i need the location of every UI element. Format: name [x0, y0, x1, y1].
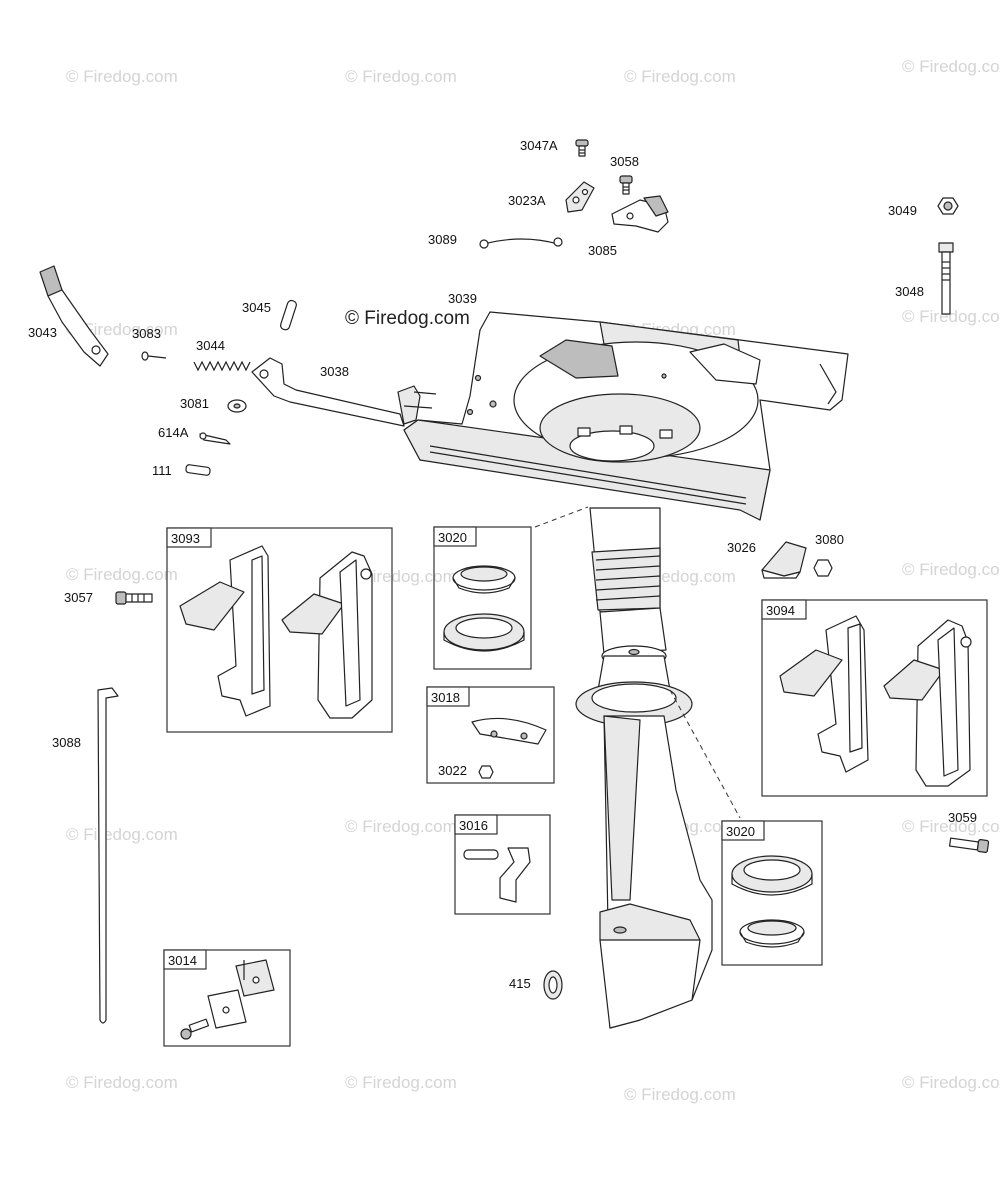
- part-111-pin[interactable]: [185, 464, 211, 476]
- label-3049: 3049: [888, 203, 917, 218]
- watermark: © Firedog.com: [345, 308, 470, 329]
- label-3020-bottom: 3020: [726, 824, 755, 839]
- label-3044: 3044: [196, 338, 225, 353]
- label-3057: 3057: [64, 590, 93, 605]
- part-3043-tiller-handle[interactable]: [39, 265, 109, 367]
- watermark: © Firedog.com: [345, 817, 457, 836]
- watermark: © Firedog.com: [345, 67, 457, 86]
- label-3085: 3085: [588, 243, 617, 258]
- watermark: © Firedog.com: [345, 567, 457, 586]
- label-3020-top: 3020: [438, 530, 467, 545]
- box-3093[interactable]: 3093: [166, 527, 393, 733]
- watermark: © Firedog.com: [902, 1073, 1000, 1092]
- label-3022: 3022: [438, 763, 467, 778]
- watermark: © Firedog.com: [345, 1073, 457, 1092]
- part-3026-pad[interactable]: [761, 541, 807, 579]
- part-614A-cotter-pin[interactable]: [199, 432, 231, 445]
- label-3048: 3048: [895, 284, 924, 299]
- part-3044-spring[interactable]: [193, 360, 251, 372]
- part-3045-pin[interactable]: [280, 299, 298, 331]
- part-415-ring[interactable]: [543, 970, 563, 1000]
- part-3088-rod[interactable]: [97, 687, 119, 1024]
- box-3018[interactable]: 3018 3022: [426, 686, 555, 784]
- label-3094: 3094: [766, 603, 795, 618]
- label-3088: 3088: [52, 735, 81, 750]
- box-3020-top[interactable]: 3020: [433, 526, 532, 670]
- watermark: © Firedog.com: [624, 1085, 736, 1104]
- watermark: © Firedog.com: [902, 817, 1000, 836]
- label-111: 111: [152, 463, 172, 478]
- label-3083: 3083: [132, 326, 161, 341]
- part-3089-wire[interactable]: [479, 237, 563, 249]
- label-3023A: 3023A: [508, 193, 546, 208]
- part-3049-nut[interactable]: [937, 197, 959, 215]
- label-3093: 3093: [171, 531, 200, 546]
- part-3047A-screw[interactable]: [575, 139, 589, 157]
- label-614A: 614A: [158, 425, 189, 440]
- part-3080-nut[interactable]: [813, 559, 833, 577]
- label-3038: 3038: [320, 364, 349, 379]
- label-3039: 3039: [448, 291, 477, 306]
- box-3020-bottom[interactable]: 3020: [721, 820, 823, 966]
- label-415: 415: [509, 976, 531, 991]
- label-3081: 3081: [180, 396, 209, 411]
- watermark: © Firedog.com: [66, 825, 178, 844]
- label-3045: 3045: [242, 300, 271, 315]
- label-3089: 3089: [428, 232, 457, 247]
- label-3018: 3018: [431, 690, 460, 705]
- watermark: © Firedog.com: [66, 565, 178, 584]
- part-3081-washer[interactable]: [227, 399, 247, 413]
- watermark: © Firedog.com: [902, 560, 1000, 579]
- label-3014: 3014: [168, 953, 197, 968]
- label-3059: 3059: [948, 810, 977, 825]
- part-3038-tiller-arm[interactable]: [251, 357, 437, 427]
- box-3014[interactable]: 3014: [163, 949, 291, 1047]
- part-3023A-plate[interactable]: [565, 181, 595, 213]
- watermarks: © Firedog.com © Firedog.com © Firedog.co…: [66, 57, 1000, 1104]
- watermark: © Firedog.com: [66, 1073, 178, 1092]
- label-3043: 3043: [28, 325, 57, 340]
- part-3048-bolt[interactable]: [938, 242, 954, 315]
- label-3026: 3026: [727, 540, 756, 555]
- part-exhaust-housing[interactable]: [575, 507, 713, 1029]
- watermark: © Firedog.com: [66, 67, 178, 86]
- label-3047A: 3047A: [520, 138, 558, 153]
- part-3085-bracket[interactable]: [611, 195, 669, 233]
- part-3057-bolt[interactable]: [115, 591, 153, 605]
- box-3094[interactable]: 3094: [761, 599, 988, 797]
- box-3016[interactable]: 3016: [454, 814, 551, 915]
- watermark: © Firedog.com: [624, 67, 736, 86]
- label-3080: 3080: [815, 532, 844, 547]
- watermark: © Firedog.com: [902, 57, 1000, 76]
- part-3039-swivel-bracket[interactable]: [403, 311, 849, 521]
- watermark: © Firedog.com: [902, 307, 1000, 326]
- part-3059-bolt[interactable]: [948, 837, 990, 853]
- part-3058-screw[interactable]: [619, 175, 633, 195]
- label-3058: 3058: [610, 154, 639, 169]
- part-3083-pin[interactable]: [141, 351, 167, 361]
- label-3016: 3016: [459, 818, 488, 833]
